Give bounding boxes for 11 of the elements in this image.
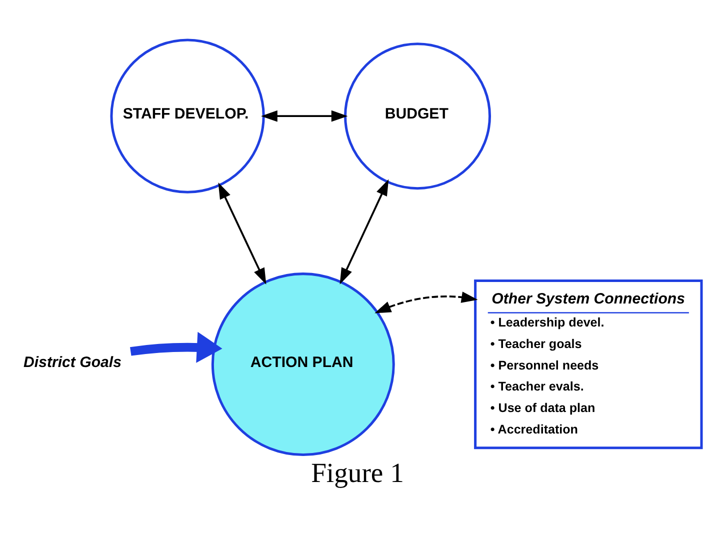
arrow	[340, 179, 389, 284]
node-circle: BUDGET	[344, 42, 492, 190]
caption: Figure 1	[311, 456, 404, 488]
node-text: District Goals	[24, 354, 122, 371]
arrow	[261, 110, 348, 122]
node-circle: STAFF DEVELOP.	[110, 38, 265, 194]
arrow	[374, 292, 478, 314]
node-box: Other System Connections • Leadership devel. • Teacher goals • Personnel needs • Teacher evals. • Use of data plan • Accreditation	[474, 279, 703, 450]
arrow	[218, 182, 266, 285]
arrow	[130, 332, 222, 363]
node-circle: ACTION PLAN	[211, 272, 395, 456]
